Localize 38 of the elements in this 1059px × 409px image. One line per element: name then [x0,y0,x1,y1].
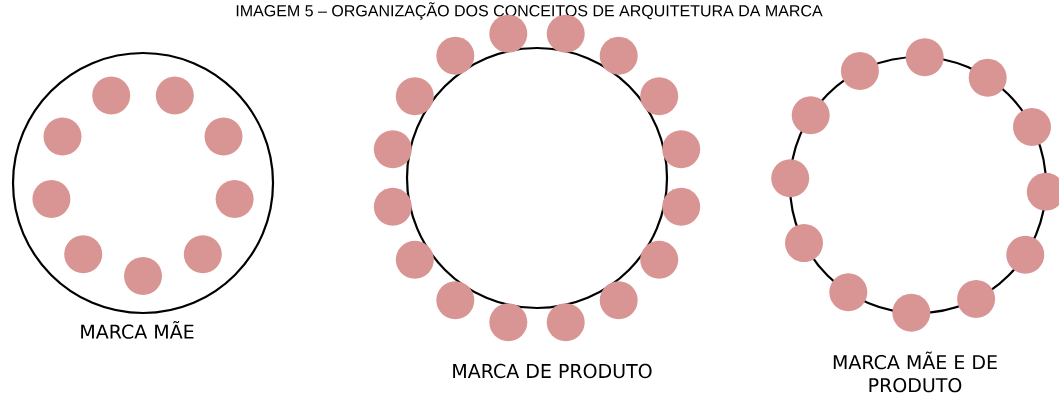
dot [489,303,528,342]
dot [1013,107,1051,146]
dot [215,180,254,219]
dot [92,76,131,115]
dot [640,77,679,116]
dot [771,159,810,198]
dot [640,240,679,279]
dot [957,280,996,318]
dot [155,76,194,115]
dot [64,235,103,274]
dot [829,273,868,312]
dot [395,77,434,116]
dot [840,52,879,90]
dot [183,235,222,274]
dot [546,303,585,342]
dot [373,130,412,169]
dot [791,96,830,135]
dot [32,180,71,219]
dot [968,58,1007,97]
dot [662,187,701,226]
dot [892,293,931,332]
title: IMAGEM 5 – ORGANIZAÇÃO DOS CONCEITOS DE ARQUITETURA DA MARCA [236,2,823,20]
dot [599,36,638,75]
node-label: MARCA MÃE E DE PRODUTO [833,351,997,393]
dot [599,281,638,320]
node-label: MARCA DE PRODUTO [453,363,652,379]
dot [785,224,823,263]
dot [124,257,162,295]
dot [395,240,434,279]
dot [43,117,82,156]
dot [905,38,944,77]
dot [373,187,412,226]
node-label: MARCA MÃE [81,321,194,339]
dot [436,281,475,320]
dot [204,117,243,156]
dot [1006,235,1045,274]
dot [436,36,475,75]
dot [662,130,701,169]
